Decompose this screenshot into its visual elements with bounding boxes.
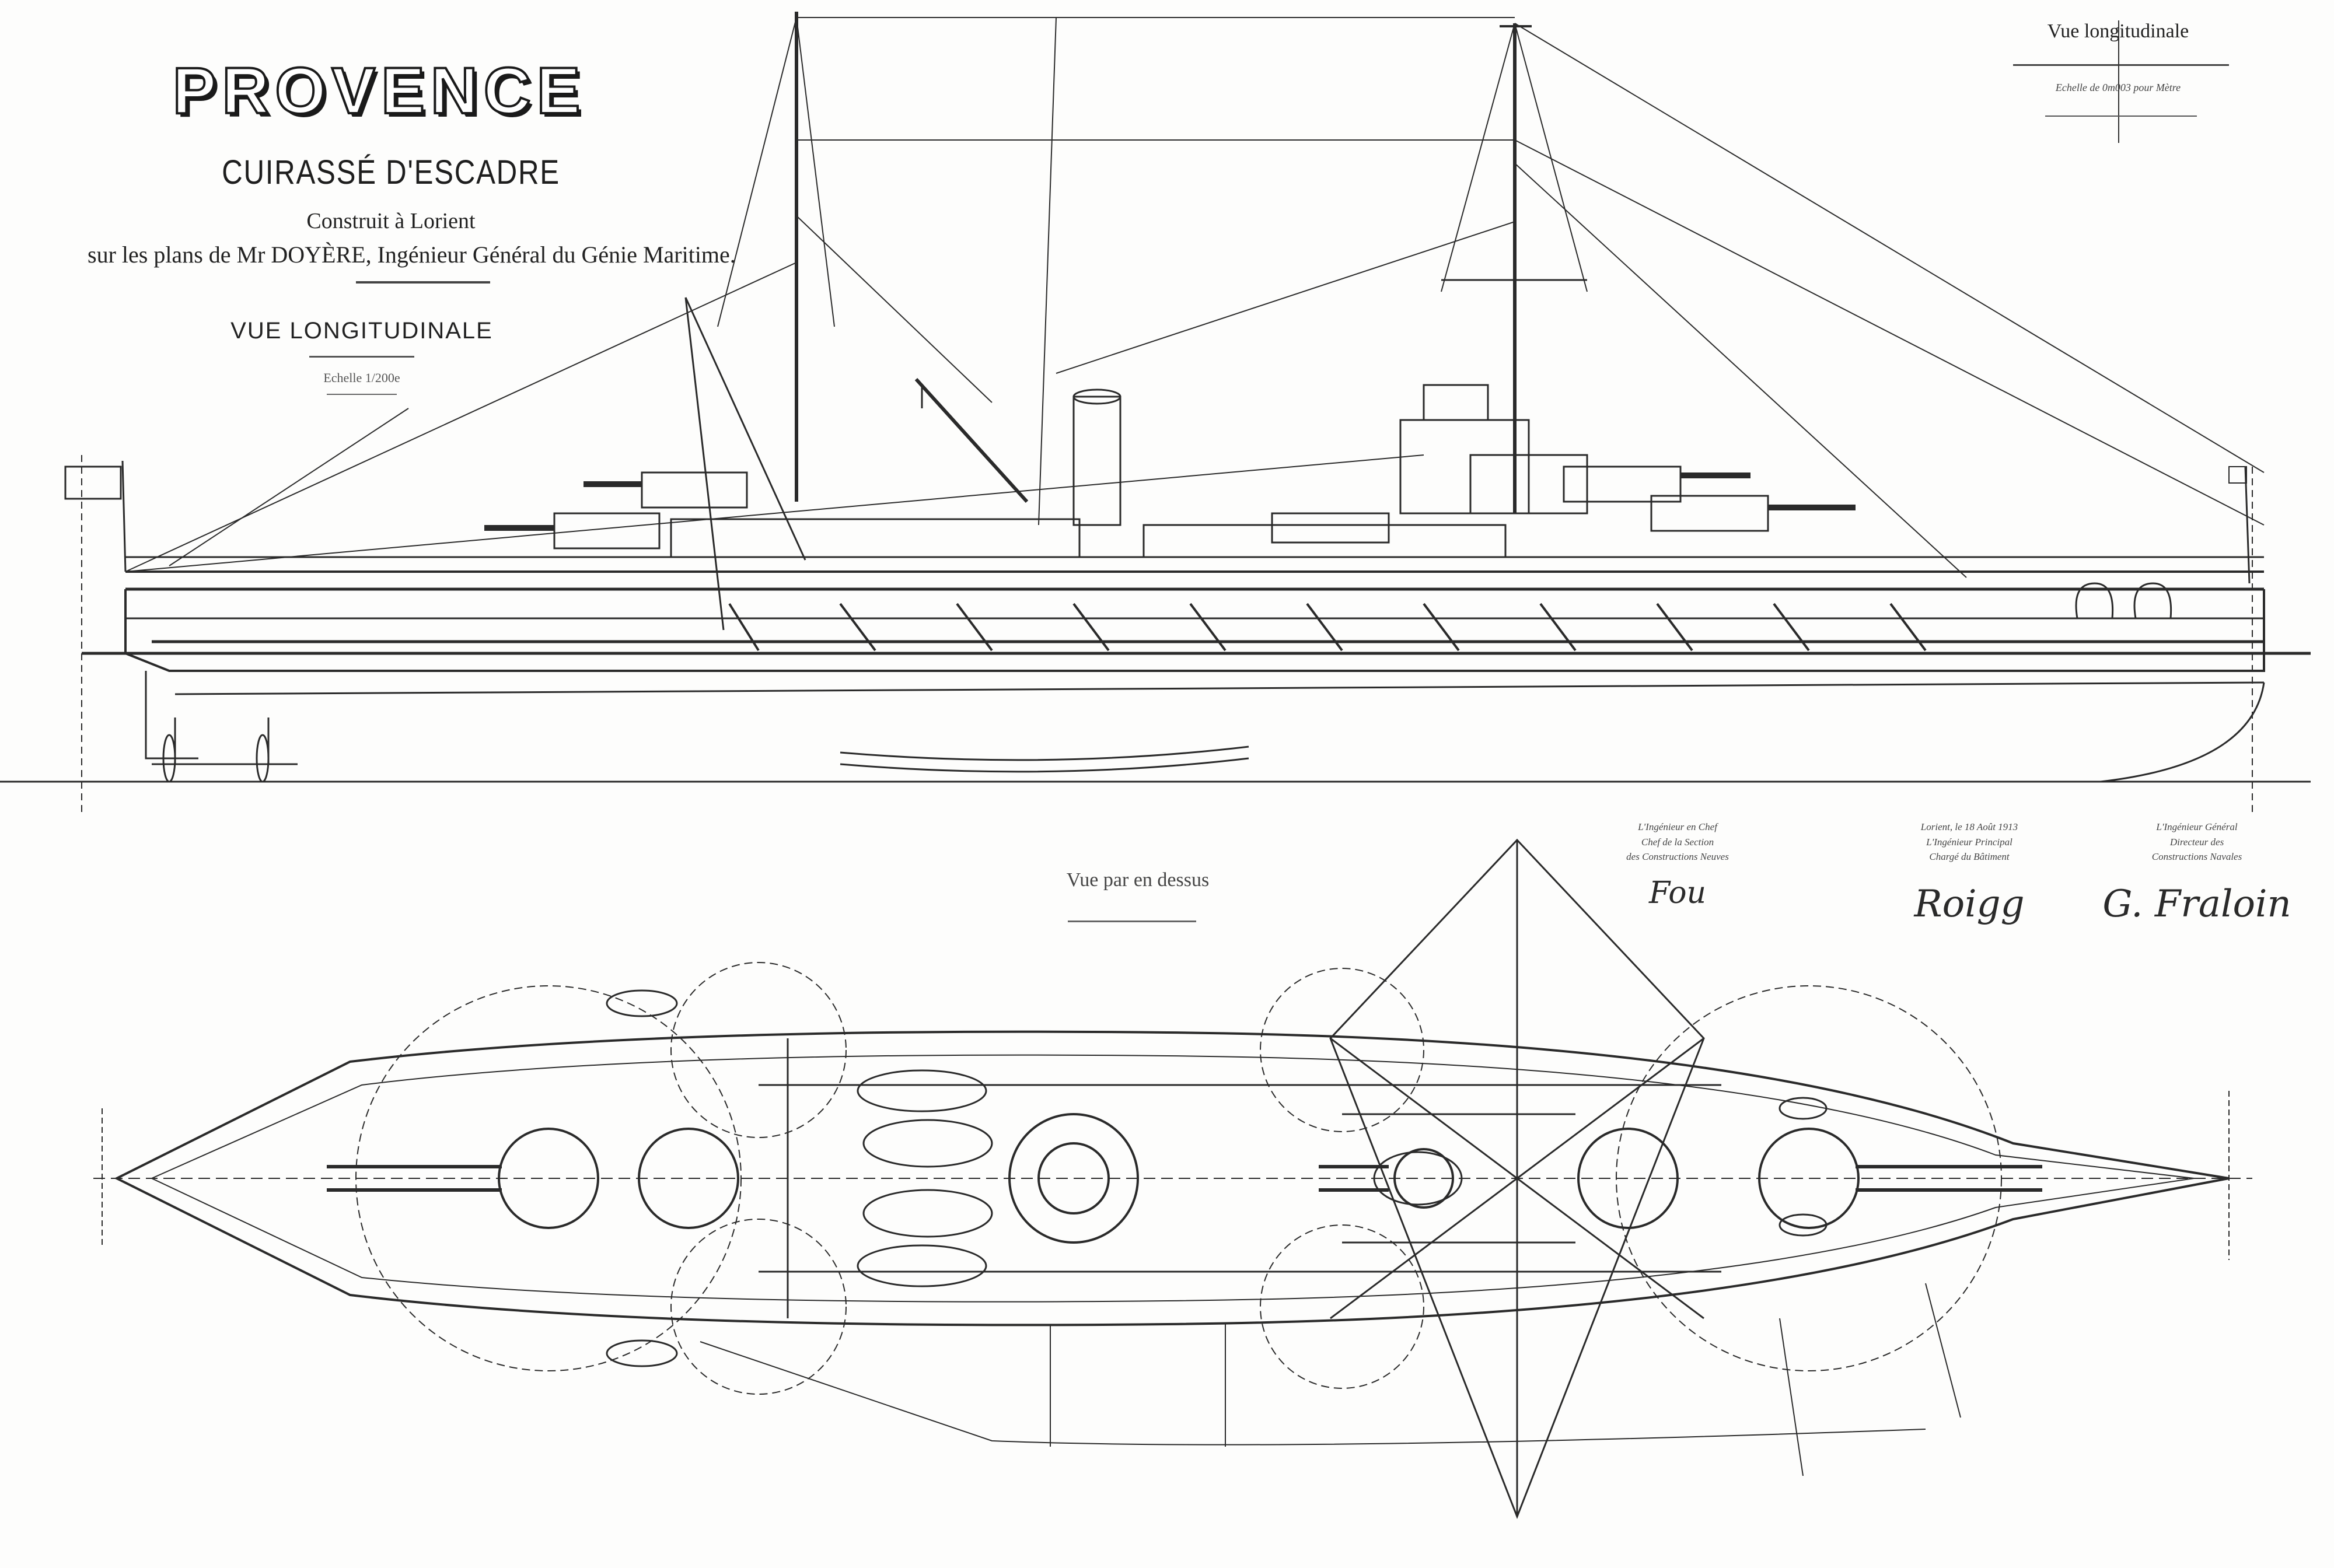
signature-title-line: L'Ingénieur Principal: [1926, 836, 2012, 848]
title-block: PROVENCE CUIRASSÉ D'ESCADRE Construit à …: [88, 54, 736, 284]
ship-boats: [607, 991, 1826, 1366]
designer-credit: sur les plans de Mr DOYÈRE, Ingénieur Gé…: [88, 242, 736, 268]
side-view-scale: Echelle 1/200e: [323, 370, 400, 385]
ornament-divider: [356, 281, 490, 284]
anchor-icons: [2076, 583, 2171, 618]
superstructure: [125, 379, 2264, 572]
signature-block-principal-engineer: Lorient, le 18 Août 1913 L'Ingénieur Pri…: [1838, 820, 2101, 932]
stern-flagstaff: [65, 461, 125, 572]
signature-title-line: Chef de la Section: [1641, 836, 1714, 848]
hull-plan-outline: [93, 1032, 2252, 1325]
top-view-label: Vue par en dessus: [1066, 869, 1210, 891]
top-right-axis-line: [2118, 20, 2119, 143]
signature: Roigg: [1914, 882, 2025, 926]
plan-view-drawing: [0, 817, 2334, 1568]
hull-side: [0, 455, 2311, 817]
top-right-scale: Echelle de 0m003 pour Mètre: [2055, 82, 2181, 93]
masts: [686, 12, 1587, 630]
ship-name: PROVENCE: [172, 54, 586, 127]
signature-title-line: Constructions Navales: [2151, 851, 2242, 862]
main-gun-turrets: [484, 467, 1856, 548]
side-elevation-drawing: [0, 0, 2334, 817]
signature-block-general-engineer: L'Ingénieur Général Directeur des Constr…: [2101, 820, 2293, 932]
rigging-lines: [125, 18, 2264, 578]
side-view-label: VUE LONGITUDINALE: [230, 318, 493, 344]
frame-lines: [700, 1283, 1961, 1476]
scale-divider: [327, 394, 397, 395]
signature-title-line: L'Ingénieur en Chef: [1638, 821, 1717, 832]
firing-arcs: [356, 963, 2001, 1394]
boat-outline: [840, 747, 1249, 760]
signature-title-line: Chargé du Bâtiment: [1929, 851, 2010, 862]
signature-title-line: des Constructions Neuves: [1626, 851, 1729, 862]
top-right-divider-2: [2045, 116, 2197, 117]
propeller-shafts: [152, 718, 298, 782]
side-view-divider: [309, 356, 414, 358]
signature: Fou: [1648, 875, 1707, 911]
signature-title-line: L'Ingénieur Général: [2156, 821, 2238, 832]
top-view-divider: [1068, 921, 1196, 922]
deck-lines: [759, 1085, 1721, 1272]
ship-type: CUIRASSÉ D'ESCADRE: [222, 153, 560, 191]
bow-jackstaff: [2229, 467, 2249, 583]
boat-outline: [840, 758, 1249, 772]
turret-barbettes: [499, 1114, 1858, 1242]
armour-belt-frames: [729, 604, 1926, 650]
signature-title-line: Directeur des: [2169, 836, 2224, 848]
signature-block-chief-engineer: L'Ingénieur en Chef Chef de la Section d…: [1581, 820, 1774, 916]
top-right-view-label: Vue longitudinale: [2047, 20, 2189, 42]
top-right-divider: [2013, 64, 2229, 66]
built-at: Construit à Lorient: [306, 209, 476, 233]
signature-date-line: Lorient, le 18 Août 1913: [1920, 821, 2018, 832]
signature: G. Fraloin: [2102, 882, 2291, 926]
